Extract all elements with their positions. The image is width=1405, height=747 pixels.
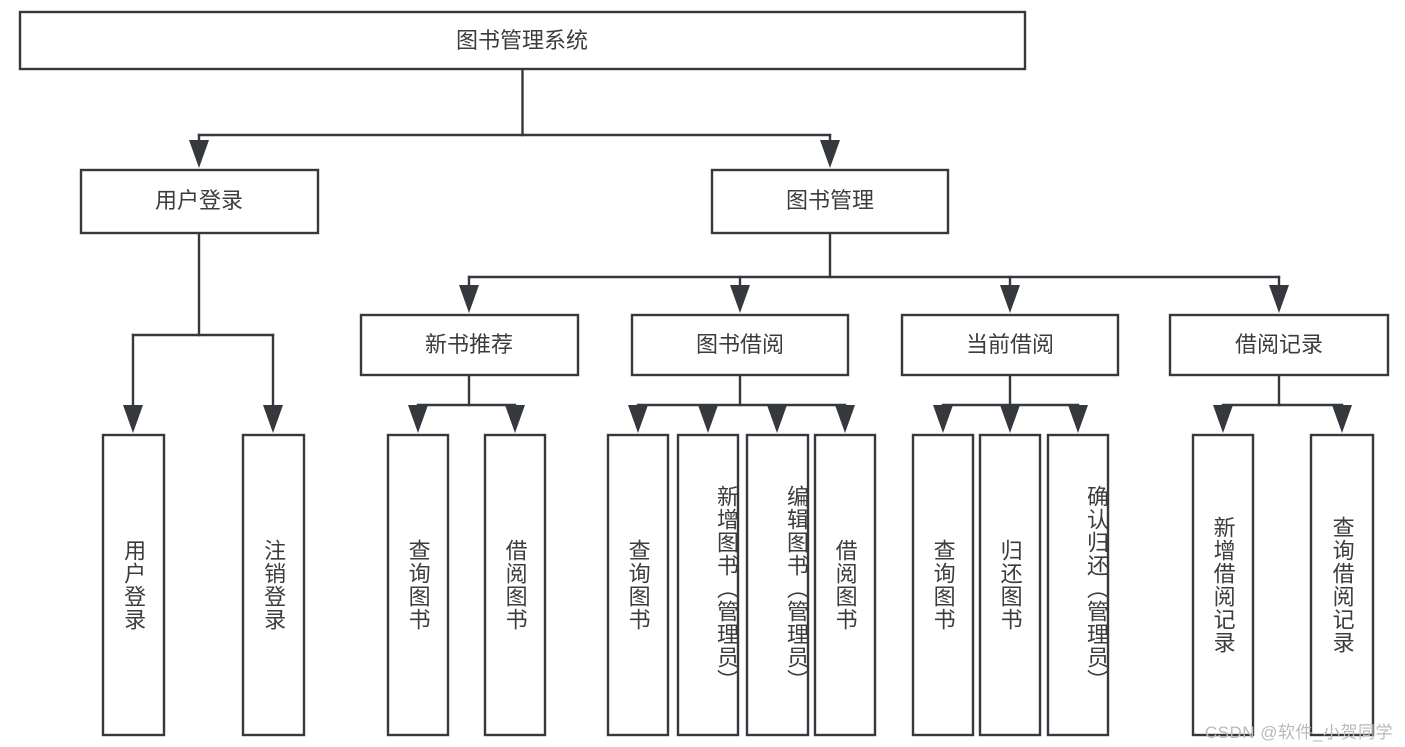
node-borrow-record-label: 借阅记录 — [1235, 332, 1323, 357]
node-leaf-borrow-book-bb-rect[interactable] — [813, 433, 877, 737]
node-book-borrow-rect[interactable] — [630, 313, 850, 377]
node-leaf-user-logout-rect[interactable] — [241, 433, 306, 737]
node-current-borrow-rect[interactable] — [900, 313, 1120, 377]
node-root[interactable]: 图书管理系统 — [18, 10, 1027, 71]
arrow-head-leaf-borrow-book-new — [505, 405, 525, 433]
leaf-boxes — [101, 433, 1375, 737]
node-leaf-query-book-bb-label: 查询图书 — [625, 539, 651, 631]
arrow-head-book-borrow — [730, 285, 750, 313]
node-leaf-query-book-cb-rect[interactable] — [911, 433, 975, 737]
arrow-head-leaf-edit-book-admin — [767, 405, 787, 433]
arrow-head-current-borrow — [1000, 285, 1020, 313]
node-leaf-add-record-rect[interactable] — [1191, 433, 1255, 737]
arrow-head-leaf-borrow-book-bb — [835, 405, 855, 433]
node-book-management[interactable]: 图书管理 — [710, 168, 950, 235]
arrow-head-user-login — [189, 140, 209, 168]
arrow-head-leaf-user-login — [123, 405, 143, 433]
arrow-head-new-book-recommend — [459, 285, 479, 313]
arrow-head-leaf-query-book-bb — [628, 405, 648, 433]
node-current-borrow-label: 当前借阅 — [966, 332, 1054, 357]
node-leaf-add-book-admin-rect[interactable] — [676, 433, 740, 737]
arrow-head-book-management — [820, 140, 840, 168]
arrow-head-leaf-user-logout — [263, 405, 283, 433]
node-leaf-borrow-book-new-label: 借阅图书 — [502, 539, 528, 631]
node-user-login-rect[interactable] — [79, 168, 320, 235]
node-new-book-recommend[interactable]: 新书推荐 — [359, 313, 580, 377]
node-book-borrow[interactable]: 图书借阅 — [630, 313, 850, 377]
connector-book-borrow-to-leaves — [628, 373, 855, 433]
node-borrow-record[interactable]: 借阅记录 — [1168, 313, 1390, 377]
arrow-head-leaf-add-book-admin — [698, 405, 718, 433]
node-leaf-query-record-rect[interactable] — [1309, 433, 1375, 737]
connector-root-to-level2 — [189, 67, 840, 168]
node-leaf-add-record-label: 新增借阅记录 — [1210, 516, 1236, 654]
node-leaf-borrow-book-new-rect[interactable] — [483, 433, 547, 737]
connector-new-book-recommend-to-leaves — [408, 373, 525, 433]
arrow-head-leaf-query-book-new — [408, 405, 428, 433]
node-new-book-recommend-rect[interactable] — [359, 313, 580, 377]
connector-borrow-record-to-leaves — [1213, 373, 1352, 433]
connector-current-borrow-to-leaves — [933, 373, 1088, 433]
arrow-head-leaf-confirm-return — [1068, 405, 1088, 433]
node-leaf-add-book-admin-label: 新增图书（管理员） — [714, 484, 739, 692]
node-book-management-rect[interactable] — [710, 168, 950, 235]
arrow-head-borrow-record — [1269, 285, 1289, 313]
node-new-book-recommend-label: 新书推荐 — [425, 332, 513, 357]
arrow-head-leaf-return-book — [1000, 405, 1020, 433]
node-user-login[interactable]: 用户登录 — [79, 168, 320, 235]
node-current-borrow[interactable]: 当前借阅 — [900, 313, 1120, 377]
node-leaf-confirm-return-rect[interactable] — [1046, 433, 1110, 737]
node-root-label: 图书管理系统 — [456, 28, 588, 53]
node-leaf-query-book-new-label: 查询图书 — [405, 539, 431, 631]
connector-user-login-to-leaves — [123, 231, 283, 433]
arrow-head-leaf-query-book-cb — [933, 405, 953, 433]
node-leaf-confirm-return-label: 确认归还（管理员） — [1084, 484, 1109, 692]
node-root-rect[interactable] — [18, 10, 1027, 71]
connector-book-management-to-level3 — [459, 231, 1289, 313]
node-leaf-user-login-rect[interactable] — [101, 433, 166, 737]
node-user-login-label: 用户登录 — [155, 188, 243, 213]
node-leaf-return-book-label: 归还图书 — [997, 539, 1023, 631]
node-leaf-query-book-cb-label: 查询图书 — [930, 539, 956, 631]
node-leaf-query-record-label: 查询借阅记录 — [1329, 516, 1355, 654]
node-borrow-record-rect[interactable] — [1168, 313, 1390, 377]
node-book-management-label: 图书管理 — [786, 188, 874, 213]
node-leaf-borrow-book-bb-label: 借阅图书 — [832, 539, 858, 631]
arrow-head-leaf-add-record — [1213, 405, 1233, 433]
node-leaf-user-login-label: 用户登录 — [121, 539, 147, 631]
node-leaf-query-book-bb-rect[interactable] — [606, 433, 670, 737]
arrow-head-leaf-query-record — [1332, 405, 1352, 433]
node-leaf-edit-book-admin-label: 编辑图书（管理员） — [784, 484, 809, 692]
node-leaf-query-book-new-rect[interactable] — [386, 433, 450, 737]
node-leaf-user-logout-label: 注销登录 — [261, 539, 287, 631]
csdn-watermark: CSDN @软件_小贺同学 — [1204, 723, 1393, 742]
node-leaf-edit-book-admin-rect[interactable] — [745, 433, 810, 737]
node-leaf-return-book-rect[interactable] — [978, 433, 1042, 737]
node-book-borrow-label: 图书借阅 — [696, 332, 784, 357]
